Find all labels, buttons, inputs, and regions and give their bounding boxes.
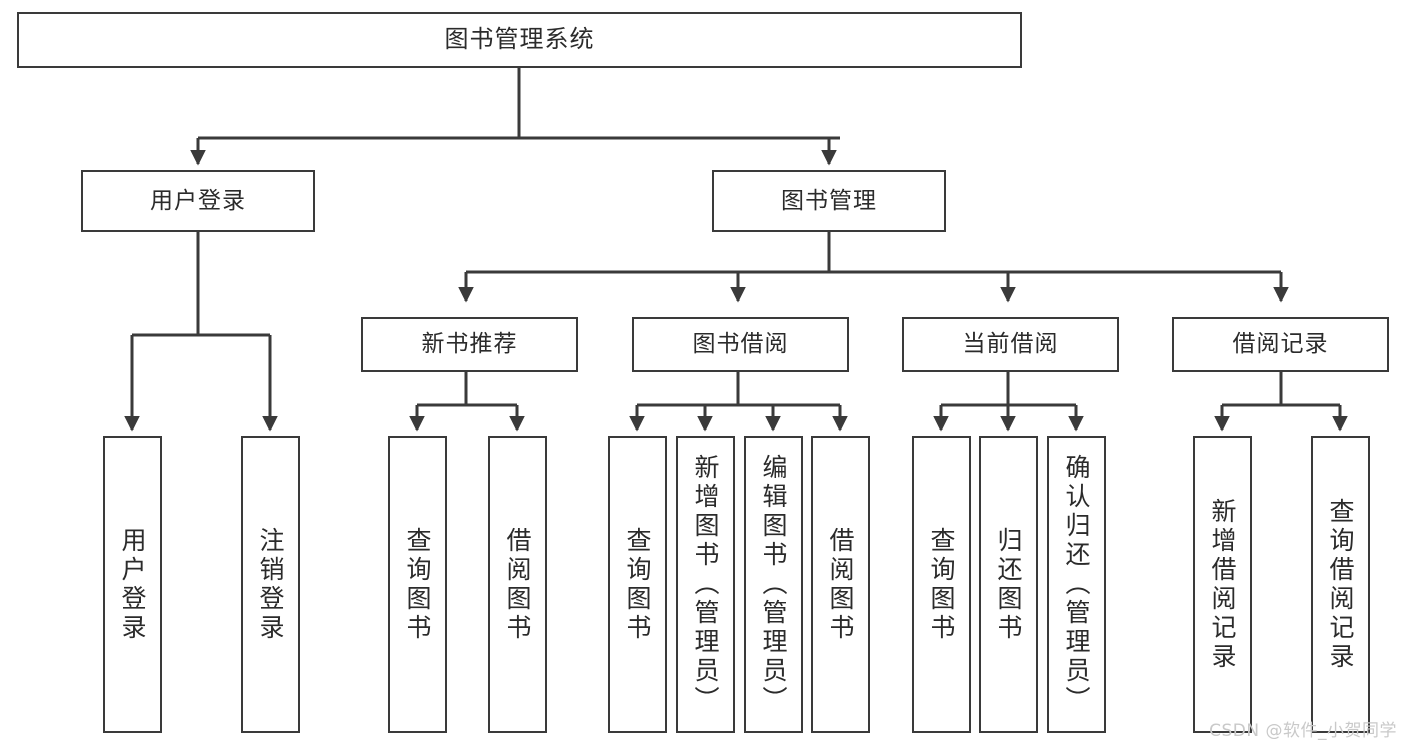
node-leaf-edit-book-label: 编辑图书（管理员） [759,454,788,715]
node-leaf-query-record-label: 查询借阅记录 [1326,497,1355,672]
node-leaf-query-record[interactable]: 查询借阅记录 [1311,436,1370,733]
node-leaf-add-book[interactable]: 新增图书（管理员） [676,436,735,733]
node-book-borrow[interactable]: 图书借阅 [632,317,849,372]
node-borrow-record-label: 借阅记录 [1232,331,1329,358]
node-leaf-add-book-label: 新增图书（管理员） [691,454,720,715]
node-leaf-borrow-book-1[interactable]: 借阅图书 [488,436,547,733]
node-leaf-confirm-return[interactable]: 确认归还（管理员） [1047,436,1106,733]
node-current-borrow[interactable]: 当前借阅 [902,317,1119,372]
node-leaf-borrow-book-1-label: 借阅图书 [503,526,532,643]
node-leaf-user-login-label: 用户登录 [118,526,147,643]
node-leaf-query-book-2[interactable]: 查询图书 [608,436,667,733]
node-leaf-user-login[interactable]: 用户登录 [103,436,162,733]
watermark: CSDN @软件_小贺同学 [1209,721,1397,741]
node-user-login-label: 用户登录 [150,187,246,214]
node-current-borrow-label: 当前借阅 [962,331,1059,358]
node-leaf-query-book-3-label: 查询图书 [927,526,956,643]
node-leaf-user-logout[interactable]: 注销登录 [241,436,300,733]
node-root-label: 图书管理系统 [444,25,595,54]
node-leaf-edit-book[interactable]: 编辑图书（管理员） [744,436,803,733]
node-borrow-record[interactable]: 借阅记录 [1172,317,1389,372]
node-leaf-add-record[interactable]: 新增借阅记录 [1193,436,1252,733]
node-book-manage[interactable]: 图书管理 [712,170,946,232]
node-leaf-query-book-2-label: 查询图书 [623,526,652,643]
node-leaf-user-logout-label: 注销登录 [256,526,285,643]
node-leaf-return-book-label: 归还图书 [994,526,1023,643]
node-book-manage-label: 图书管理 [781,187,877,214]
node-root[interactable]: 图书管理系统 [17,12,1022,68]
node-leaf-add-record-label: 新增借阅记录 [1208,497,1237,672]
node-leaf-return-book[interactable]: 归还图书 [979,436,1038,733]
node-book-borrow-label: 图书借阅 [692,331,789,358]
node-leaf-borrow-book-2-label: 借阅图书 [826,526,855,643]
node-leaf-confirm-return-label: 确认归还（管理员） [1062,454,1091,715]
node-new-book-rec-label: 新书推荐 [421,331,518,358]
node-leaf-query-book-1[interactable]: 查询图书 [388,436,447,733]
node-leaf-borrow-book-2[interactable]: 借阅图书 [811,436,870,733]
node-user-login[interactable]: 用户登录 [81,170,315,232]
node-new-book-rec[interactable]: 新书推荐 [361,317,578,372]
node-leaf-query-book-3[interactable]: 查询图书 [912,436,971,733]
node-leaf-query-book-1-label: 查询图书 [403,526,432,643]
